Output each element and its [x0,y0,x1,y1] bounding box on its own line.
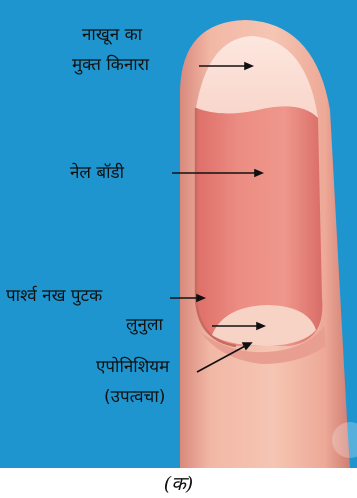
label-nail-body: नेल बॉडी [70,162,124,184]
illustration-panel: नाखून का मुक्त किनारा नेल बॉडी पार्श्व न… [0,0,357,468]
figure-caption: (क) [0,470,357,496]
nail-illustration [0,0,357,468]
label-lunula: लुनुला [126,314,163,336]
label-eponychium-line1: एपोनिशियम [96,356,169,378]
label-free-edge-line2: मुक्त किनारा [72,54,149,76]
label-eponychium-line2: (उपत्वचा) [104,386,165,408]
label-free-edge-line1: नाखून का [82,24,142,46]
label-lateral-nail-fold: पार्श्व नख पुटक [6,285,102,307]
